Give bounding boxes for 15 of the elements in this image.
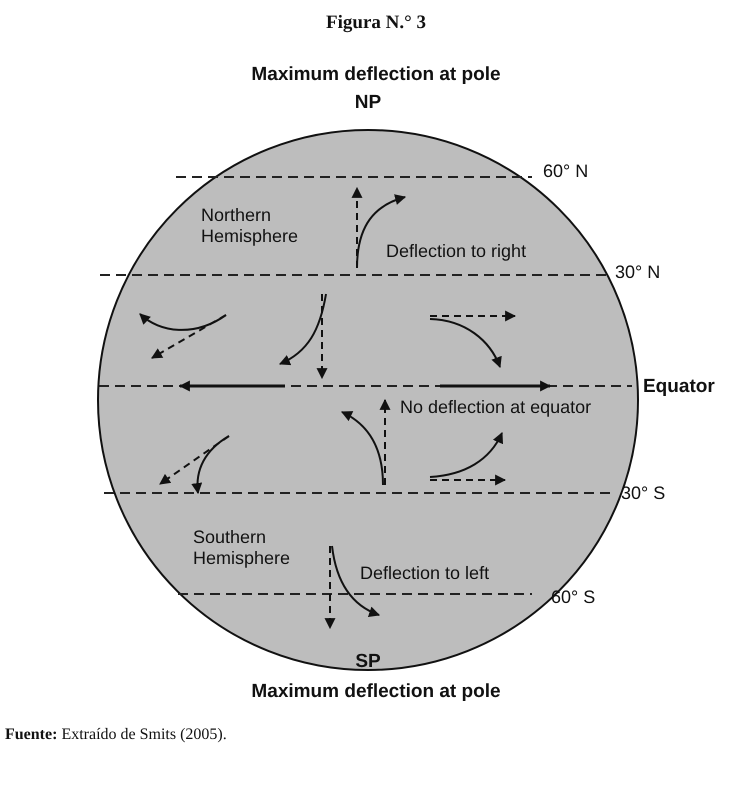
latitude-label: 60° N [543, 161, 588, 182]
deflection-label: Deflection to right [386, 241, 526, 262]
latitude-label: Equator [643, 376, 715, 398]
figure-title: Figura N.° 3 [326, 12, 426, 34]
pole-label: SP [355, 651, 381, 673]
pole-label: Maximum deflection at pole [251, 64, 501, 86]
latitude-label: 30° N [615, 262, 660, 283]
hemisphere-label: Northern Hemisphere [201, 205, 300, 246]
deflection-label: Deflection to left [360, 563, 490, 584]
source-caption: Fuente: Extraído de Smits (2005). [5, 726, 227, 744]
hemisphere-label: Southern Hemisphere [193, 527, 292, 568]
deflection-label: No deflection at equator [400, 397, 592, 418]
pole-label: NP [354, 92, 382, 114]
pole-label: Maximum deflection at pole [251, 681, 501, 703]
latitude-label: 30° S [621, 483, 666, 504]
